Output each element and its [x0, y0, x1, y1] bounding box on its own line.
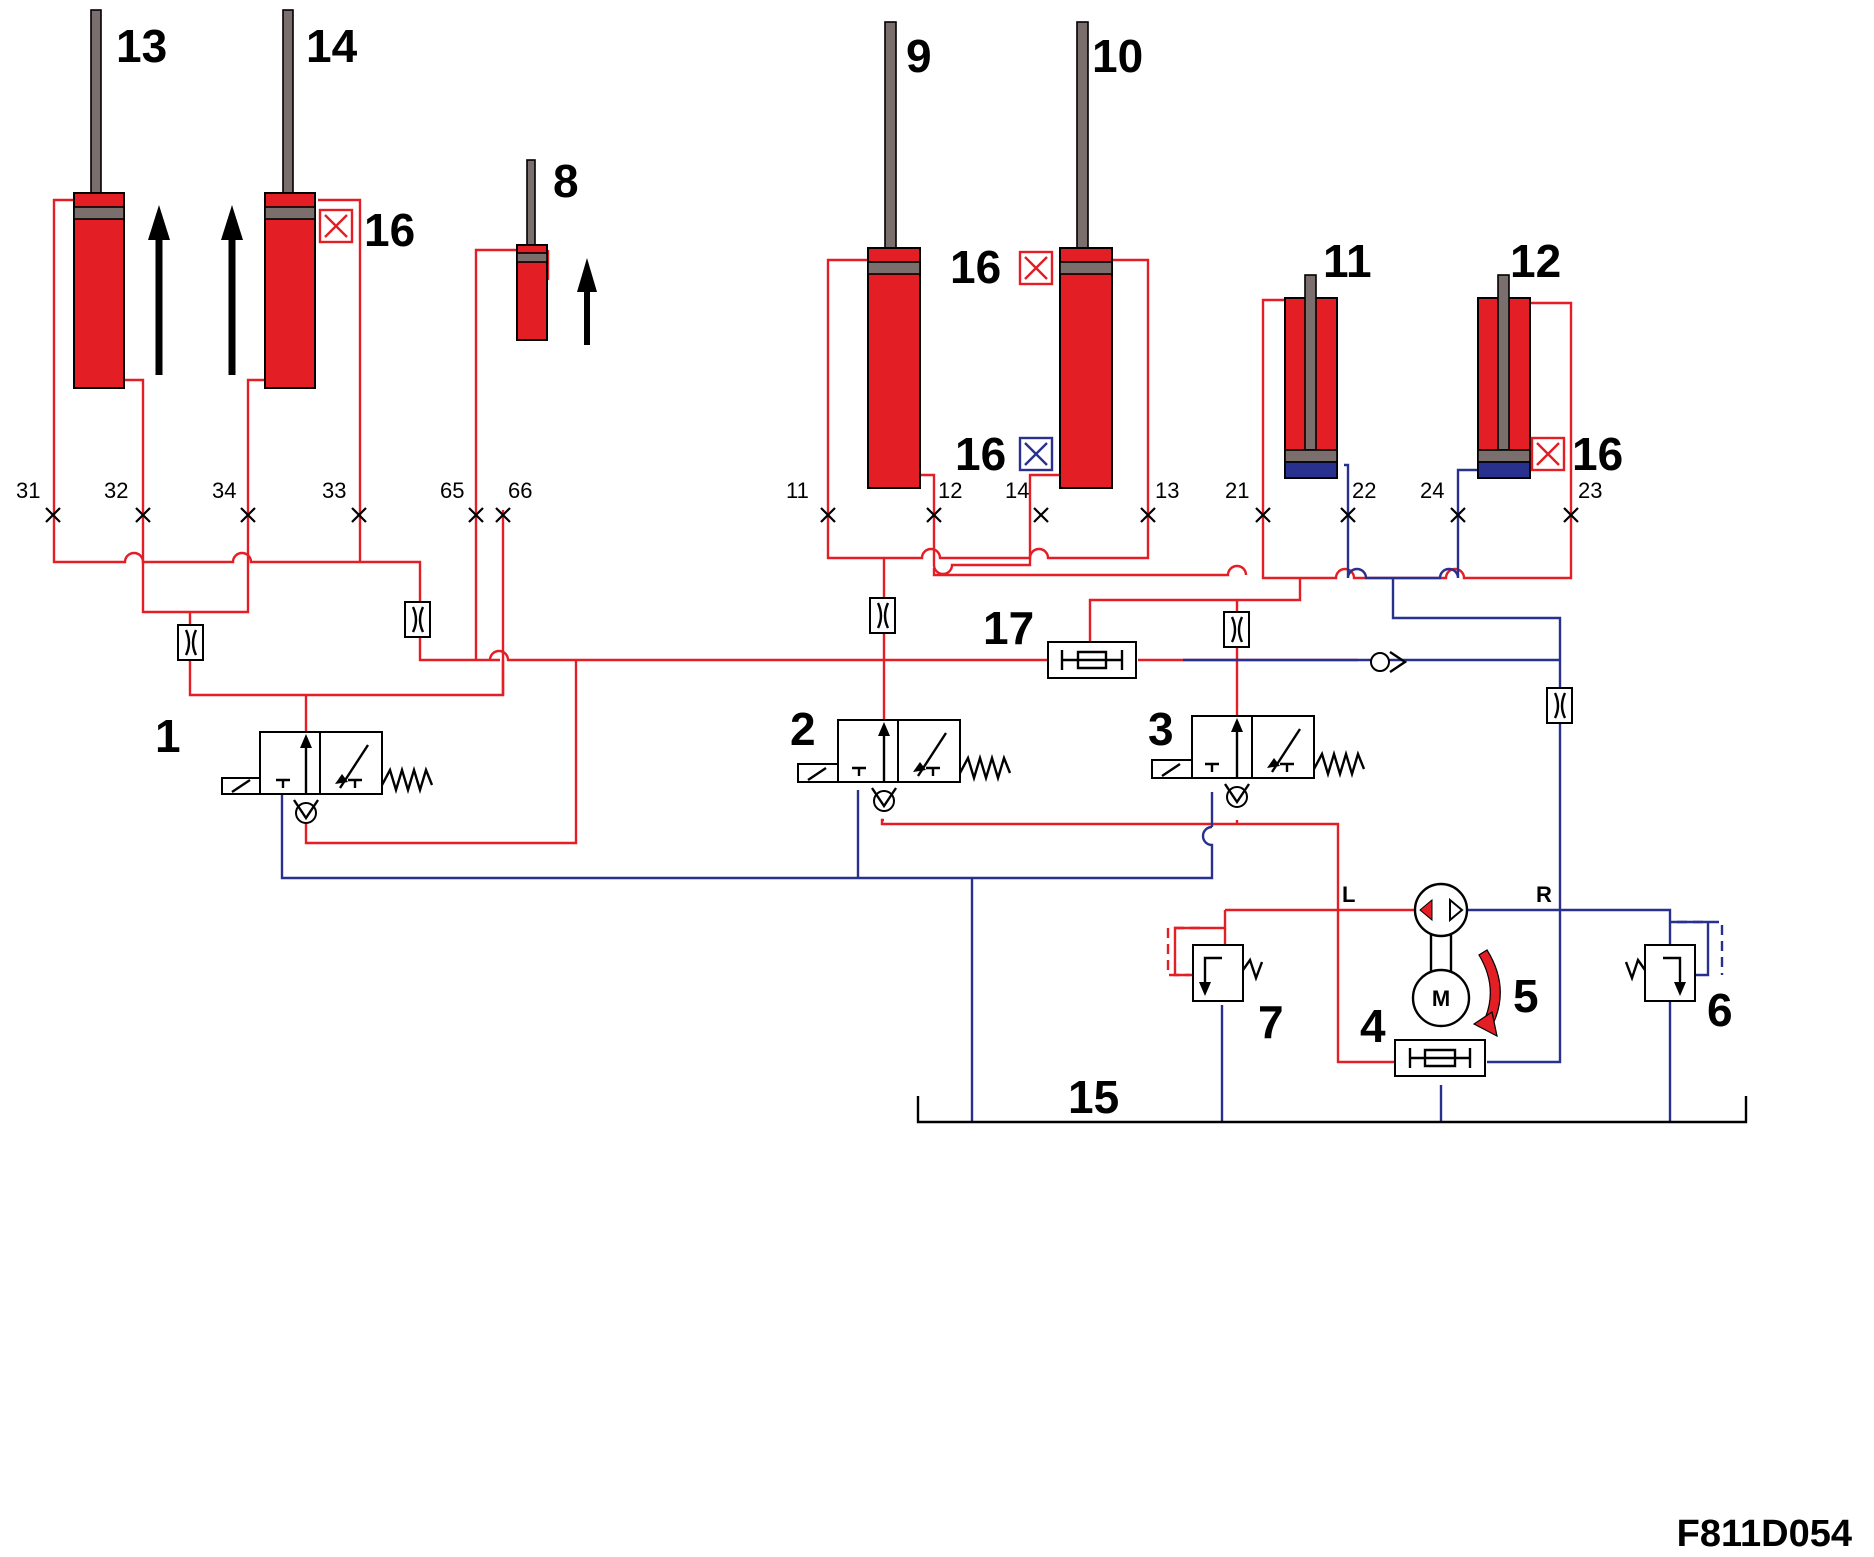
port-65: 65	[440, 478, 464, 503]
label-8: 8	[553, 155, 579, 207]
valve-17	[1047, 641, 1137, 679]
port-31: 31	[16, 478, 40, 503]
pump-port-l: L	[1342, 882, 1355, 907]
up-arrow-icons	[148, 205, 597, 375]
label-10: 10	[1092, 30, 1143, 82]
port-12: 12	[938, 478, 962, 503]
port-24: 24	[1420, 478, 1444, 503]
label-2: 2	[790, 703, 816, 755]
label-16: 16	[950, 241, 1001, 293]
port-23: 23	[1578, 478, 1602, 503]
relief-valve-7	[1192, 944, 1264, 1002]
valve-4	[1394, 1039, 1486, 1077]
port-13: 13	[1155, 478, 1179, 503]
port-crosses	[45, 507, 1579, 523]
cylinder-10	[1059, 21, 1113, 489]
component-labels: 13 14 16 8 9 10 16 16 11 12 16 17 1 2 3 …	[116, 20, 1733, 1123]
label-16: 16	[1572, 428, 1623, 480]
port-33: 33	[322, 478, 346, 503]
port-21: 21	[1225, 478, 1249, 503]
label-14: 14	[306, 20, 358, 72]
label-6: 6	[1707, 984, 1733, 1036]
cylinder-8	[516, 159, 548, 341]
cylinder-13	[73, 9, 125, 389]
cylinder-11	[1284, 274, 1338, 479]
label-7: 7	[1258, 996, 1284, 1048]
check-valve	[1370, 651, 1408, 673]
label-3: 3	[1148, 703, 1174, 755]
directional-valve-3	[1151, 715, 1366, 808]
pump-motor: M	[1411, 882, 1501, 1038]
label-17: 17	[983, 602, 1034, 654]
port-labels: 31 32 34 33 65 66 11 12 14 13 21 22 24 2…	[16, 478, 1602, 907]
label-1: 1	[155, 710, 181, 762]
return-lines	[280, 463, 1710, 1122]
label-13: 13	[116, 20, 167, 72]
figure-code: F811D054	[1677, 1513, 1852, 1555]
port-32: 32	[104, 478, 128, 503]
label-15: 15	[1068, 1071, 1119, 1123]
label-4: 4	[1360, 1000, 1386, 1052]
cylinder-12	[1477, 274, 1531, 479]
cylinder-9	[867, 21, 921, 489]
pump-port-r: R	[1536, 882, 1552, 907]
label-11: 11	[1323, 235, 1372, 287]
cylinder-14	[264, 9, 316, 389]
lock-box-icons	[318, 208, 1566, 472]
port-66: 66	[508, 478, 532, 503]
label-9: 9	[906, 30, 932, 82]
label-16: 16	[955, 428, 1006, 480]
port-22: 22	[1352, 478, 1376, 503]
motor-label: M	[1432, 986, 1450, 1011]
label-12: 12	[1510, 235, 1561, 287]
directional-valve-2	[797, 719, 1012, 812]
relief-valve-6	[1624, 944, 1696, 1002]
port-34: 34	[212, 478, 236, 503]
label-5: 5	[1513, 970, 1539, 1022]
tank-15	[916, 1096, 1748, 1124]
label-16: 16	[364, 204, 415, 256]
port-11: 11	[786, 478, 809, 503]
throttle-icons	[177, 597, 1573, 724]
port-14: 14	[1005, 478, 1029, 503]
directional-valve-1	[221, 731, 434, 824]
